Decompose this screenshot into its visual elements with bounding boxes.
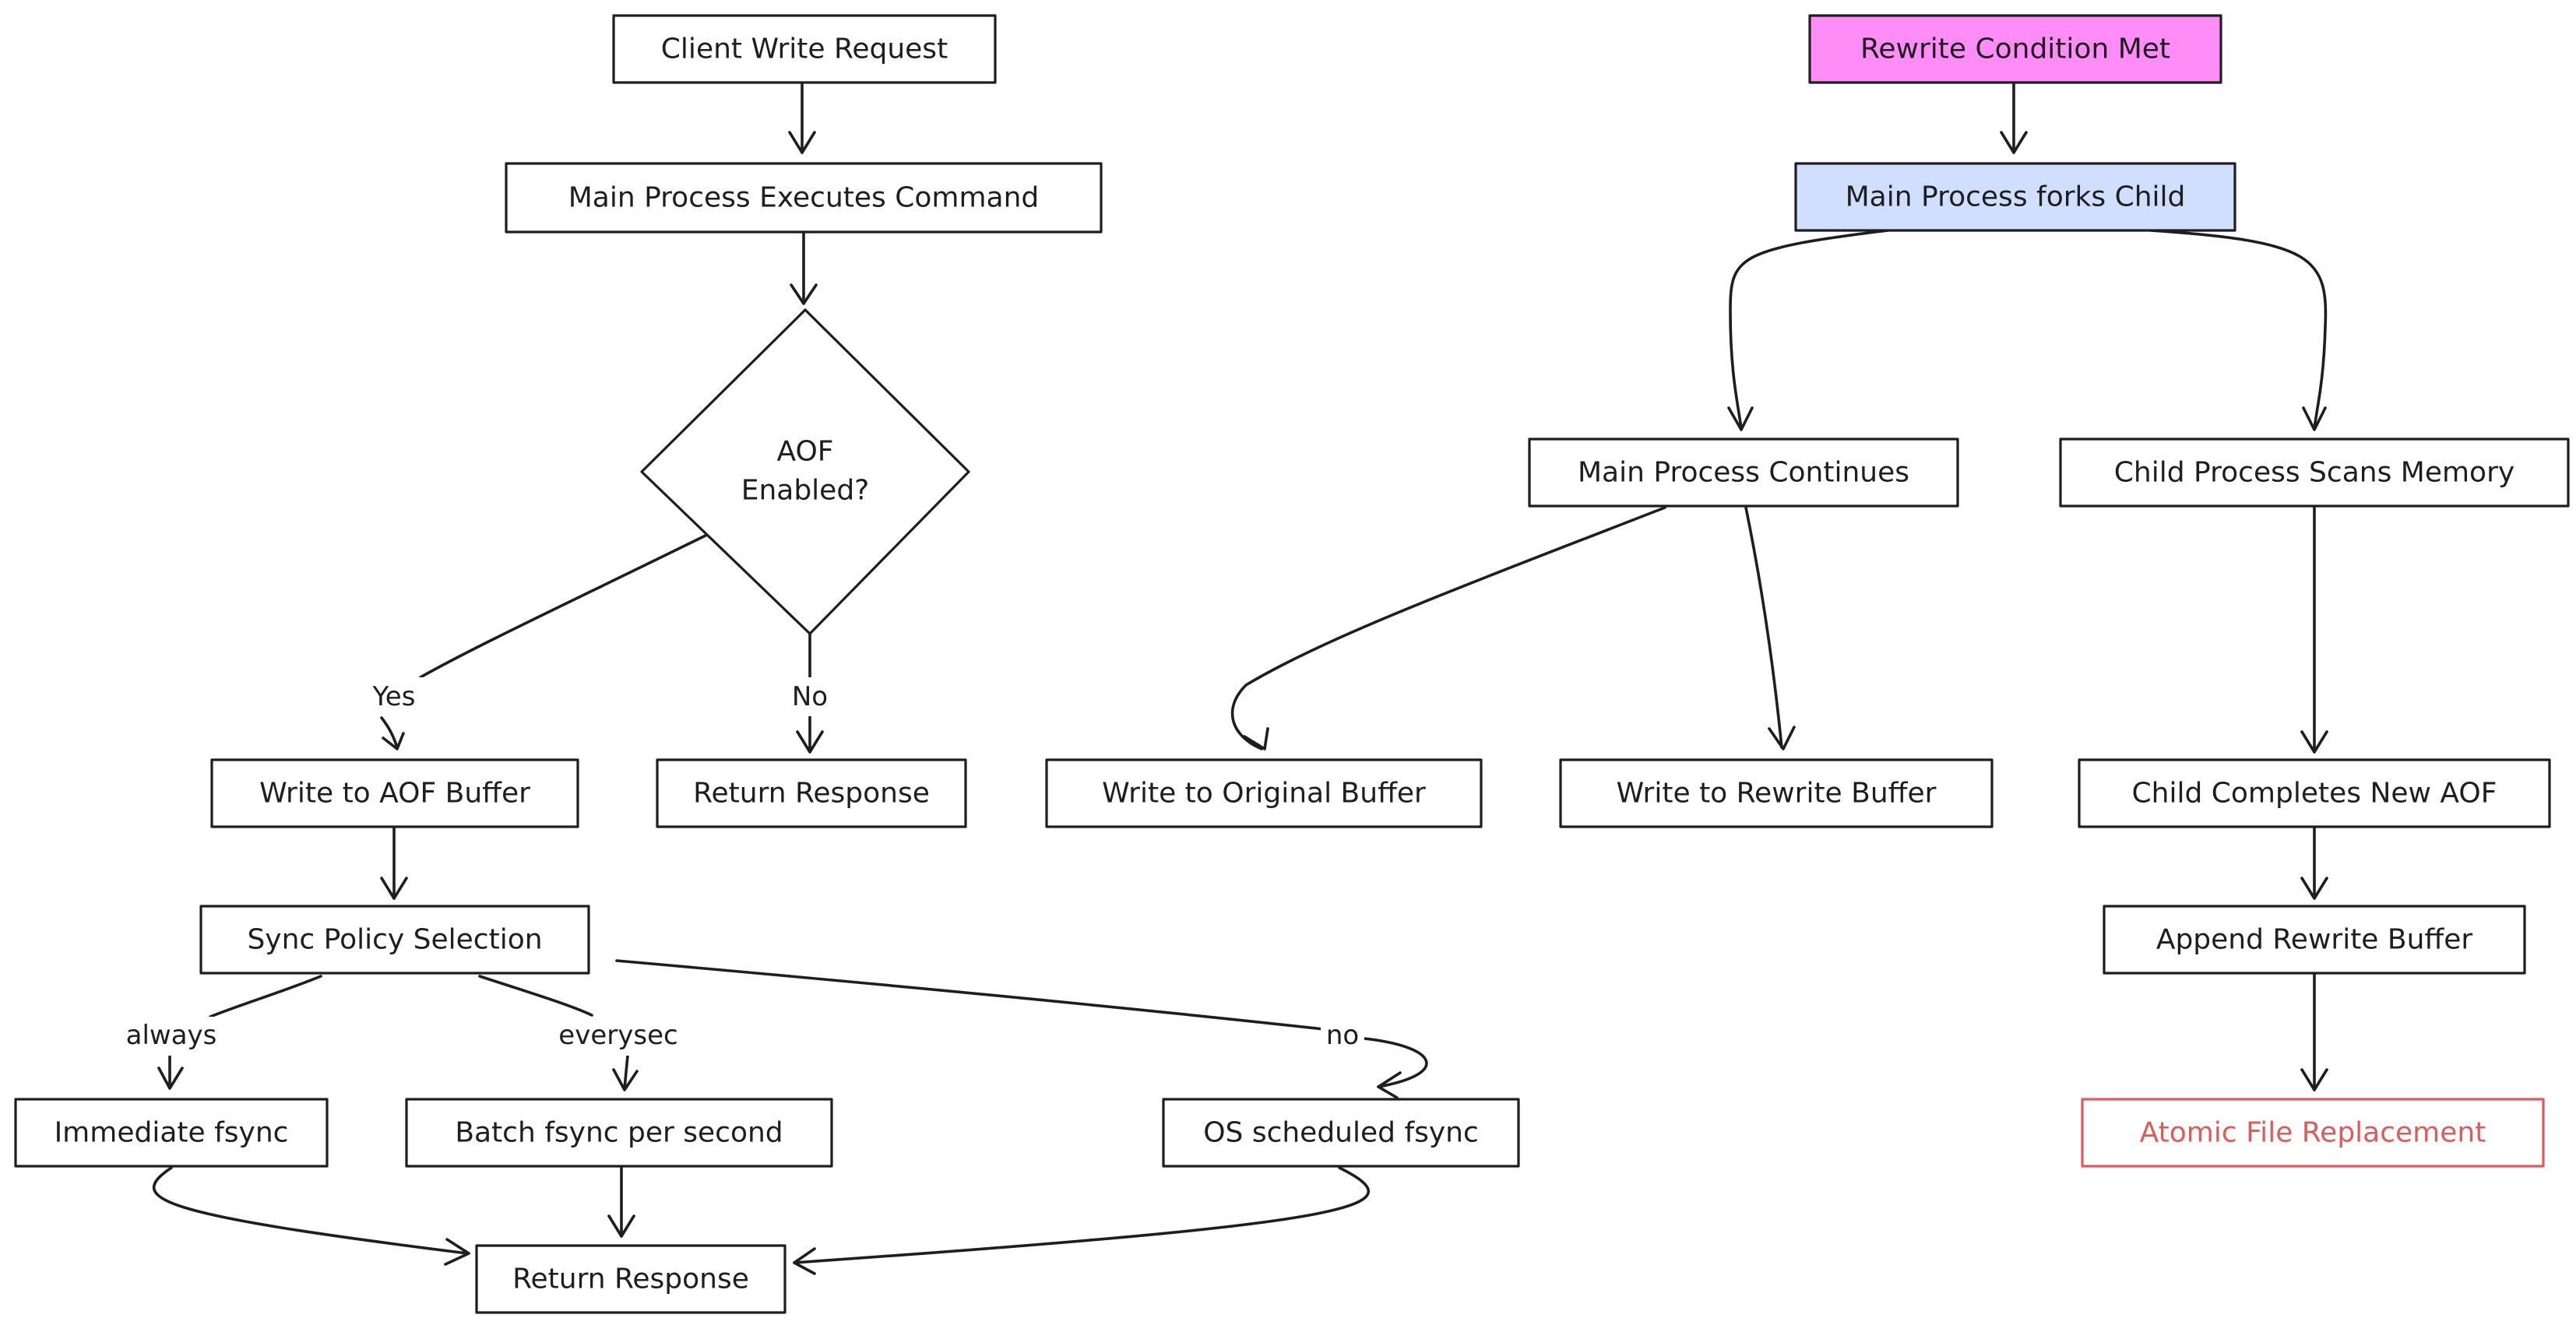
edge-os-to-return xyxy=(793,1166,1371,1275)
node-aof-enabled[interactable]: AOF Enabled? xyxy=(640,308,970,635)
node-label: Client Write Request xyxy=(661,33,948,65)
node-label: Immediate fsync xyxy=(55,1117,289,1149)
node-label: Return Response xyxy=(693,778,930,810)
node-os-fsync[interactable]: OS scheduled fsync xyxy=(1162,1098,1520,1168)
node-write-original-buffer[interactable]: Write to Original Buffer xyxy=(1045,758,1483,828)
edge-batch-to-return xyxy=(607,1166,635,1238)
edge-exec-to-aof-enabled xyxy=(790,232,818,305)
node-child-completes[interactable]: Child Completes New AOF xyxy=(2078,758,2551,828)
edge-completes-to-append xyxy=(2300,825,2328,900)
node-return-response-no[interactable]: Return Response xyxy=(656,758,967,828)
node-label: Sync Policy Selection xyxy=(247,924,542,956)
node-label: Atomic File Replacement xyxy=(2140,1117,2486,1149)
edge-rewrite-to-fork xyxy=(2000,83,2028,154)
node-child-scans[interactable]: Child Process Scans Memory xyxy=(2059,438,2570,508)
edge-sync-always xyxy=(157,975,322,1090)
edge-label-everysec: everysec xyxy=(558,1020,677,1051)
node-label: Batch fsync per second xyxy=(455,1117,783,1149)
node-write-aof-buffer[interactable]: Write to AOF Buffer xyxy=(210,758,579,828)
edge-append-to-atomic xyxy=(2300,972,2328,1091)
node-main-continues[interactable]: Main Process Continues xyxy=(1528,438,1959,508)
node-label: Return Response xyxy=(512,1263,749,1295)
edge-aof-yes xyxy=(380,531,713,750)
edge-aof-no xyxy=(796,631,824,754)
node-label-line2: Enabled? xyxy=(741,475,870,507)
node-main-forks-child[interactable]: Main Process forks Child xyxy=(1794,162,2236,232)
node-main-exec-command[interactable]: Main Process Executes Command xyxy=(505,162,1103,234)
node-rewrite-condition[interactable]: Rewrite Condition Met xyxy=(1808,14,2222,84)
edge-continues-to-original xyxy=(1230,506,1666,750)
edge-sync-everysec xyxy=(478,975,639,1091)
edge-fork-to-continues xyxy=(1727,229,1889,431)
node-label: Append Rewrite Buffer xyxy=(2156,924,2473,956)
edge-sync-no xyxy=(615,959,1428,1099)
node-label: Child Process Scans Memory xyxy=(2114,457,2514,489)
node-label-line1: AOF xyxy=(776,436,833,468)
node-label: Write to Original Buffer xyxy=(1102,778,1426,810)
node-label: Rewrite Condition Met xyxy=(1860,33,2170,65)
node-return-response-final[interactable]: Return Response xyxy=(475,1244,787,1314)
edge-label-no-policy: no xyxy=(1326,1020,1359,1051)
edge-buffer-to-sync xyxy=(380,825,408,900)
node-label: Child Completes New AOF xyxy=(2132,778,2497,810)
node-append-rewrite-buffer[interactable]: Append Rewrite Buffer xyxy=(2103,905,2526,975)
node-label: Main Process Executes Command xyxy=(568,182,1040,214)
edge-label-yes: Yes xyxy=(372,681,416,712)
node-atomic-replacement[interactable]: Atomic File Replacement xyxy=(2081,1098,2545,1168)
edge-scans-to-completes xyxy=(2300,506,2328,754)
node-label: Write to AOF Buffer xyxy=(259,778,530,810)
edge-client-to-exec xyxy=(788,83,816,154)
node-immediate-fsync[interactable]: Immediate fsync xyxy=(14,1098,329,1168)
edge-label-no: No xyxy=(792,681,828,712)
node-sync-policy[interactable]: Sync Policy Selection xyxy=(199,905,590,975)
node-label: Main Process Continues xyxy=(1578,457,1909,489)
node-label: OS scheduled fsync xyxy=(1203,1117,1479,1149)
node-client-write-request[interactable]: Client Write Request xyxy=(612,14,997,84)
edge-fork-to-child xyxy=(2149,229,2328,431)
node-batch-fsync[interactable]: Batch fsync per second xyxy=(405,1098,833,1168)
edge-continues-to-rewrite xyxy=(1744,506,1796,750)
node-label: Main Process forks Child xyxy=(1846,181,2186,213)
edge-label-always: always xyxy=(126,1020,217,1051)
edge-immediate-to-return xyxy=(152,1166,470,1266)
node-write-rewrite-buffer[interactable]: Write to Rewrite Buffer xyxy=(1559,758,1994,828)
node-label: Write to Rewrite Buffer xyxy=(1617,778,1937,810)
